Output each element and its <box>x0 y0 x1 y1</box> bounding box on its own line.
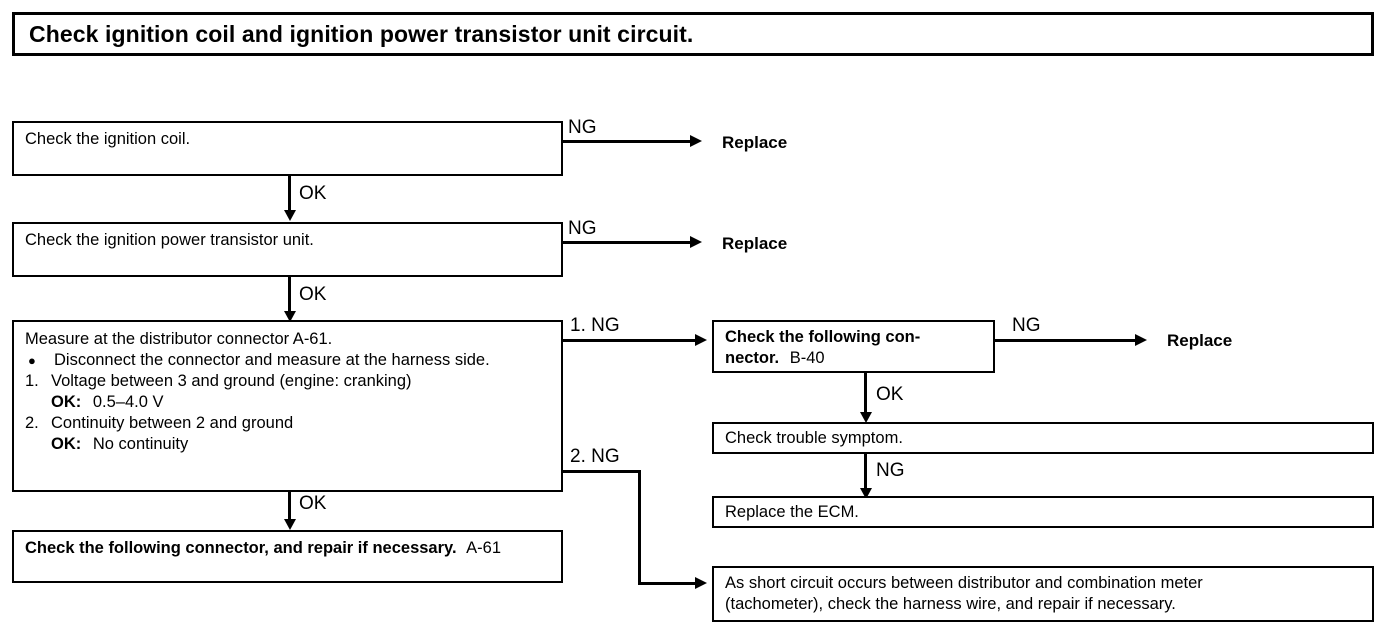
edge-label-measure-ng1: 1. NG <box>570 315 620 336</box>
edge-measure-ng1-line <box>563 339 697 342</box>
edge-coil-ok-arrowhead <box>284 210 296 221</box>
page-title: Check ignition coil and ignition power t… <box>29 20 694 47</box>
measure-item-2-text: Continuity between 2 and ground <box>51 414 294 432</box>
bullet-dot-icon: ● <box>28 353 36 368</box>
edge-transistor-ok-line <box>288 277 291 317</box>
edge-measure-ng2-line-h2 <box>638 582 698 585</box>
edge-label-b40-ng: NG <box>1012 315 1041 336</box>
edge-symptom-ng-line <box>864 454 867 494</box>
edge-label-measure-ok: OK <box>299 493 327 514</box>
edge-b40-ok-line <box>864 373 867 418</box>
edge-b40-ng-arrowhead <box>1135 334 1147 346</box>
edge-label-b40-ok: OK <box>876 384 904 405</box>
edge-coil-ok-line <box>288 176 291 216</box>
edge-label-coil-ok: OK <box>299 183 327 204</box>
box-connector-a61-text: Check the following connector, and repai… <box>25 539 457 557</box>
measure-item-2-ok-value: No continuity <box>92 435 189 453</box>
box-replace-ecm-text: Replace the ECM. <box>725 503 859 521</box>
edge-measure-ng1-arrowhead <box>695 334 707 346</box>
terminal-replace-transistor: Replace <box>722 234 788 253</box>
edge-measure-ng2-line-h1 <box>563 470 641 473</box>
measure-item-1-marker: 1. <box>25 372 39 390</box>
measure-item-2-ok: OK: No continuity <box>25 434 552 455</box>
edge-symptom-ng-arrowhead <box>860 488 872 499</box>
box-connector-a61-code: A-61 <box>466 539 502 557</box>
measure-item-1-text: Voltage between 3 and ground (engine: cr… <box>51 372 412 390</box>
box-short-circuit-note-line1: As short circuit occurs between distribu… <box>725 574 1203 592</box>
edge-measure-ng2-line-v <box>638 470 641 585</box>
measure-item-2-marker: 2. <box>25 414 39 432</box>
box-check-power-transistor: Check the ignition power transistor unit… <box>12 222 563 277</box>
box-check-ignition-coil-text: Check the ignition coil. <box>25 130 191 148</box>
measure-item-2-ok-label: OK: <box>51 435 82 453</box>
edge-b40-ok-arrowhead <box>860 412 872 423</box>
edge-transistor-ok-arrowhead <box>284 311 296 322</box>
edge-label-transistor-ng: NG <box>568 218 597 239</box>
edge-label-symptom-ng: NG <box>876 460 905 481</box>
edge-measure-ng2-arrowhead <box>695 577 707 589</box>
box-short-circuit-note-line2: (tachometer), check the harness wire, an… <box>725 595 1176 613</box>
measure-heading: Measure at the distributor connector A-6… <box>25 330 333 348</box>
box-connector-b40-line1: Check the following con- <box>725 328 921 346</box>
box-short-circuit-note: As short circuit occurs between distribu… <box>712 566 1374 622</box>
box-check-power-transistor-text: Check the ignition power transistor unit… <box>25 231 314 249</box>
measure-bullet-text: Disconnect the connector and measure at … <box>54 351 490 369</box>
box-connector-b40-line2: nector. <box>725 349 780 367</box>
measure-item-1-ok-label: OK: <box>51 393 82 411</box>
box-check-trouble-symptom: Check trouble symptom. <box>712 422 1374 454</box>
edge-measure-ok-line <box>288 492 291 525</box>
terminal-replace-connector: Replace <box>1167 331 1233 350</box>
terminal-replace-coil: Replace <box>722 133 788 152</box>
measure-bullet-item: ● Disconnect the connector and measure a… <box>25 350 552 371</box>
box-connector-a61: Check the following connector, and repai… <box>12 530 563 583</box>
edge-transistor-ng-line <box>563 241 693 244</box>
box-connector-b40-code: B-40 <box>789 349 825 367</box>
edge-coil-ng-line <box>563 140 693 143</box>
measure-item-2: 2. Continuity between 2 and ground <box>25 413 552 434</box>
edge-measure-ok-arrowhead <box>284 519 296 530</box>
box-check-ignition-coil: Check the ignition coil. <box>12 121 563 176</box>
box-measure-distributor-connector: Measure at the distributor connector A-6… <box>12 320 563 492</box>
edge-coil-ng-arrowhead <box>690 135 702 147</box>
measure-item-1-ok: OK: 0.5–4.0 V <box>25 392 552 413</box>
edge-label-measure-ng2: 2. NG <box>570 446 620 467</box>
measure-item-1: 1. Voltage between 3 and ground (engine:… <box>25 371 552 392</box>
edge-label-transistor-ok: OK <box>299 284 327 305</box>
measure-item-1-ok-value: 0.5–4.0 V <box>92 393 164 411</box>
box-connector-b40: Check the following con- nector. B-40 <box>712 320 995 373</box>
box-replace-ecm: Replace the ECM. <box>712 496 1374 528</box>
edge-label-coil-ng: NG <box>568 117 597 138</box>
box-check-trouble-symptom-text: Check trouble symptom. <box>725 429 903 447</box>
diagram-title-bar: Check ignition coil and ignition power t… <box>12 12 1374 56</box>
edge-b40-ng-line <box>995 339 1138 342</box>
edge-transistor-ng-arrowhead <box>690 236 702 248</box>
